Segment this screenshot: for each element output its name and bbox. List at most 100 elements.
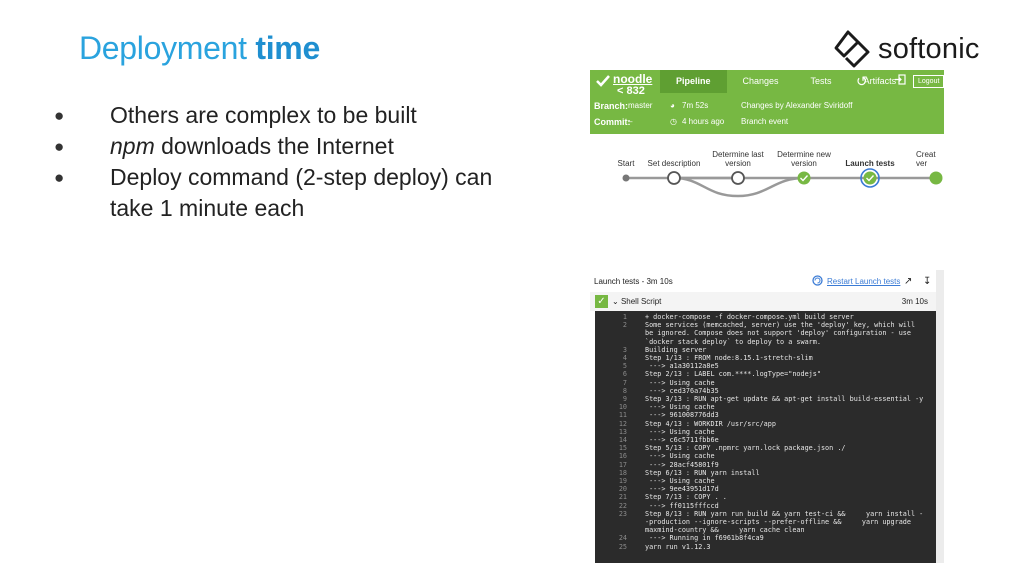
- line-number: 19: [618, 477, 627, 486]
- logout-button[interactable]: Logout: [913, 75, 945, 88]
- line-number: 7: [622, 378, 627, 387]
- line-number: 10: [618, 403, 627, 412]
- pipeline-name-link[interactable]: noodle: [613, 72, 653, 86]
- line-number: [595, 329, 645, 337]
- line-text: ---> Using cache: [645, 477, 715, 486]
- line-number: 4: [622, 354, 627, 363]
- pipeline-tabs: Pipeline Changes Tests Artifacts: [660, 70, 912, 93]
- branch-line: [673, 176, 805, 198]
- console-line: 1+ docker-compose -f docker-compose.yml …: [595, 313, 936, 321]
- check-icon: ✓: [595, 295, 608, 308]
- line-number: [595, 338, 645, 346]
- bullet-list: Others are complex to be built npm downl…: [52, 100, 512, 224]
- console-line: 8 ---> ced376a74b35: [595, 387, 936, 395]
- softonic-mark-icon: [834, 30, 870, 68]
- popout-icon[interactable]: ↗: [904, 276, 913, 287]
- line-text: Step 8/13 : RUN yarn run build && yarn t…: [645, 509, 924, 518]
- line-text: ---> c6c5711fbb6e: [645, 436, 719, 445]
- duration: 7m 52s: [682, 101, 709, 110]
- stage-node-launch-tests: [863, 171, 877, 185]
- line-number: 14: [618, 436, 627, 445]
- console-line: maxmind-country && yarn cache clean: [595, 526, 936, 534]
- stage-node-launch-tests-ring: [860, 168, 880, 188]
- line-text: ---> ced376a74b35: [645, 386, 719, 395]
- line-text: ---> Running in f6961b8f4ca9: [645, 534, 764, 543]
- bullet-italic: npm: [110, 133, 155, 159]
- stage-node-determine-last: [731, 171, 745, 185]
- stage-graph-svg: [622, 168, 943, 198]
- restart-link[interactable]: Restart Launch tests: [827, 277, 901, 286]
- console-line: 24 ---> Running in f6961b8f4ca9: [595, 534, 936, 542]
- line-number: 8: [622, 386, 627, 395]
- console-line: `docker stack deploy` to deploy to a swa…: [595, 338, 936, 346]
- line-number: 13: [618, 427, 627, 436]
- console-line: 19 ---> Using cache: [595, 477, 936, 485]
- bullet-item: Deploy command (2-step deploy) can take …: [52, 162, 512, 224]
- time-ago: 4 hours ago: [682, 117, 725, 126]
- scrollbar[interactable]: [936, 270, 944, 563]
- bullet-item: Others are complex to be built: [52, 100, 512, 131]
- branch-value: master: [628, 101, 653, 110]
- replay-icon[interactable]: ↺: [856, 73, 868, 89]
- line-number: 22: [618, 501, 627, 510]
- line-text: -production --ignore-scripts --prefer-of…: [645, 518, 911, 527]
- console-line: 14 ---> c6c5711fbb6e: [595, 436, 936, 444]
- line-text: ---> Using cache: [645, 452, 715, 461]
- line-text: ---> a1a30112a8e5: [645, 362, 719, 371]
- commit-row: Commit: – ◷ 4 hours ago Branch event: [594, 114, 940, 130]
- tab-changes[interactable]: Changes: [742, 76, 779, 86]
- line-number: 5: [622, 362, 627, 371]
- tab-tests[interactable]: Tests: [810, 76, 832, 86]
- commit-value: –: [628, 117, 633, 126]
- line-number: 18: [618, 468, 627, 477]
- line-number: 17: [618, 460, 627, 469]
- launch-tests-panel: Launch tests - 3m 10s Restart Launch tes…: [590, 270, 944, 563]
- line-number: 3: [622, 345, 627, 354]
- restart-icon[interactable]: [812, 275, 823, 286]
- console-line: be ignored. Compose does not support 'de…: [595, 329, 936, 337]
- exit-icon[interactable]: [895, 74, 906, 85]
- line-number: 2: [622, 321, 627, 330]
- console-line: 23 Step 8/13 : RUN yarn run build && yarn…: [595, 510, 936, 518]
- chevron-down-icon: ⌄: [612, 297, 619, 306]
- clock-icon: ◕: [670, 101, 675, 110]
- stage-label-create[interactable]: Creat ver: [916, 150, 936, 168]
- line-text: ---> 28acf45801f9: [645, 460, 719, 469]
- logo-text: softonic: [878, 32, 980, 65]
- line-number: [595, 518, 645, 526]
- console-line: 22 ---> ff0115fffccd: [595, 502, 936, 510]
- stage-label-determine-new[interactable]: Determine new version: [777, 150, 831, 168]
- line-number: 1: [622, 313, 627, 321]
- run-number-link[interactable]: < 832: [617, 85, 645, 97]
- stage-label-launch-tests[interactable]: Launch tests: [845, 159, 895, 168]
- panel-header: Launch tests - 3m 10s Restart Launch tes…: [590, 270, 936, 293]
- title-regular: Deployment: [79, 30, 247, 66]
- console-line: 16 ---> Using cache: [595, 452, 936, 460]
- step-time: 3m 10s: [901, 297, 928, 306]
- download-icon[interactable]: ↧: [923, 276, 932, 287]
- tab-artifacts[interactable]: Artifacts: [863, 76, 897, 86]
- line-number: 9: [622, 395, 627, 404]
- line-number: 6: [622, 370, 627, 379]
- line-number: 21: [618, 493, 627, 502]
- line-number: 20: [618, 485, 627, 494]
- line-number: 24: [618, 534, 627, 543]
- line-text: Step 4/13 : WORKDIR /usr/src/app: [645, 419, 776, 428]
- console-line: 2 Some services (memcached, server) use t…: [595, 321, 936, 329]
- step-row[interactable]: ✓ ⌄ Shell Script 3m 10s: [590, 292, 936, 311]
- slide-title: Deployment time: [79, 30, 320, 67]
- stage-node-determine-new: [797, 171, 811, 185]
- line-text: Some services (memcached, server) use th…: [645, 321, 916, 330]
- line-text: Step 1/13 : FROM node:8.15.1-stretch-sli…: [645, 354, 813, 363]
- line-text: Step 7/13 : COPY . .: [645, 493, 727, 502]
- line-number: 25: [618, 542, 627, 551]
- stage-label-determine-last[interactable]: Determine last version: [712, 150, 764, 168]
- line-number: 23: [618, 509, 627, 518]
- stage-label-start[interactable]: Start: [617, 159, 635, 168]
- stage-label-set-description[interactable]: Set description: [647, 159, 701, 168]
- tab-pipeline[interactable]: Pipeline: [660, 70, 727, 93]
